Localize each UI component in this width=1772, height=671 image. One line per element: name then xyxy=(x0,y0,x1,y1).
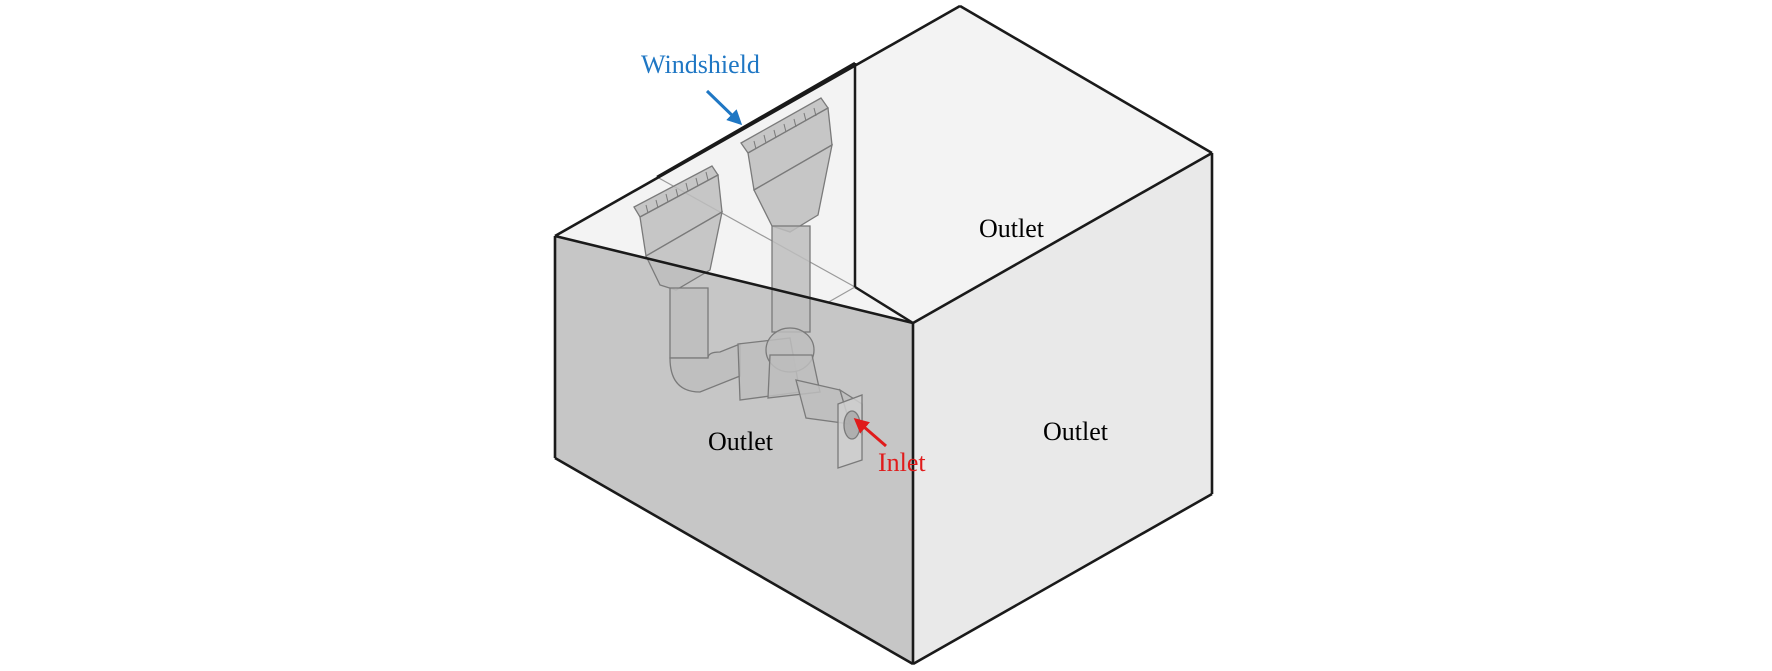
right-nozzle-funnel xyxy=(753,143,833,233)
inlet-arrow xyxy=(853,418,887,448)
air-duct-system xyxy=(633,97,863,469)
right-outlet-label: Outlet xyxy=(1043,417,1109,446)
front-outlet-label: Outlet xyxy=(708,427,774,456)
inlet-opening xyxy=(843,410,861,440)
windshield-arrow xyxy=(705,89,743,126)
windshield-label: Windshield xyxy=(641,50,760,79)
left-nozzle-funnel xyxy=(645,210,723,291)
top-outlet-label: Outlet xyxy=(979,214,1045,243)
top-outlet-face xyxy=(555,6,1212,323)
left-pipe xyxy=(669,287,709,359)
nozzle-slots xyxy=(645,107,817,214)
inlet-label: Inlet xyxy=(878,448,926,477)
front-outlet-face xyxy=(555,236,913,664)
domain-edges xyxy=(553,4,1214,666)
right-pipe xyxy=(771,225,811,333)
